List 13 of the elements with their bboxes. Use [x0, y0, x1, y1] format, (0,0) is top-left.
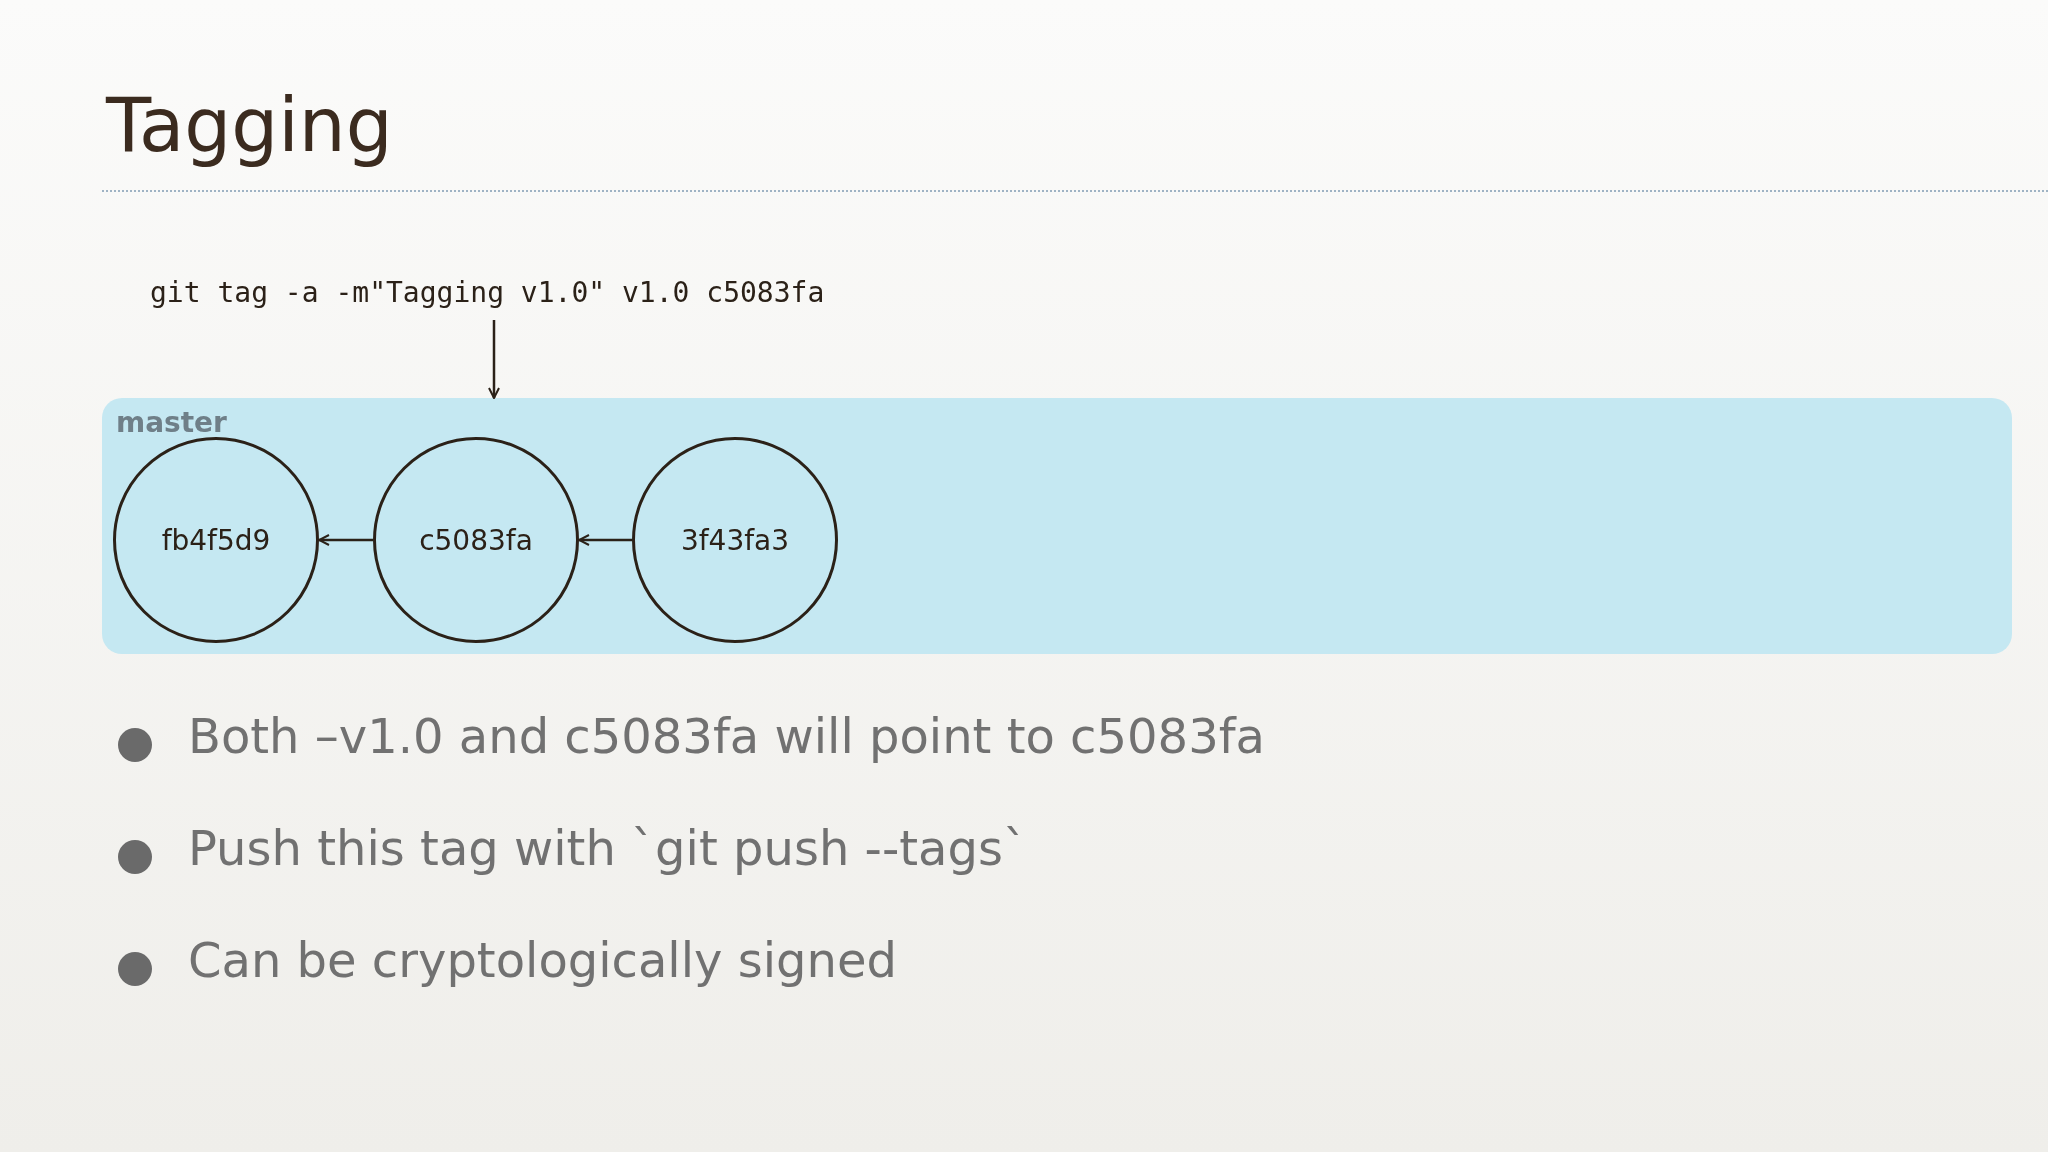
commit-circle: c5083fa — [373, 437, 579, 643]
arrow — [318, 534, 373, 546]
command-text: git tag -a -m"Tagging v1.0" v1.0 c5083fa — [150, 276, 850, 320]
branch-band — [102, 398, 2012, 654]
slide-title: Tagging — [106, 82, 393, 168]
commit-circle: fb4f5d9 — [113, 437, 319, 643]
bullet-text: Can be cryptologically signed — [188, 932, 897, 988]
branch-label: master — [116, 406, 227, 439]
bullet-text: Push this tag with `git push --tags` — [188, 820, 1027, 876]
commit-circle: 3f43fa3 — [632, 437, 838, 643]
bullet-text: Both –v1.0 and c5083fa will point to c5083fa — [188, 708, 1265, 764]
arrow — [578, 534, 632, 546]
arrow — [488, 320, 500, 399]
